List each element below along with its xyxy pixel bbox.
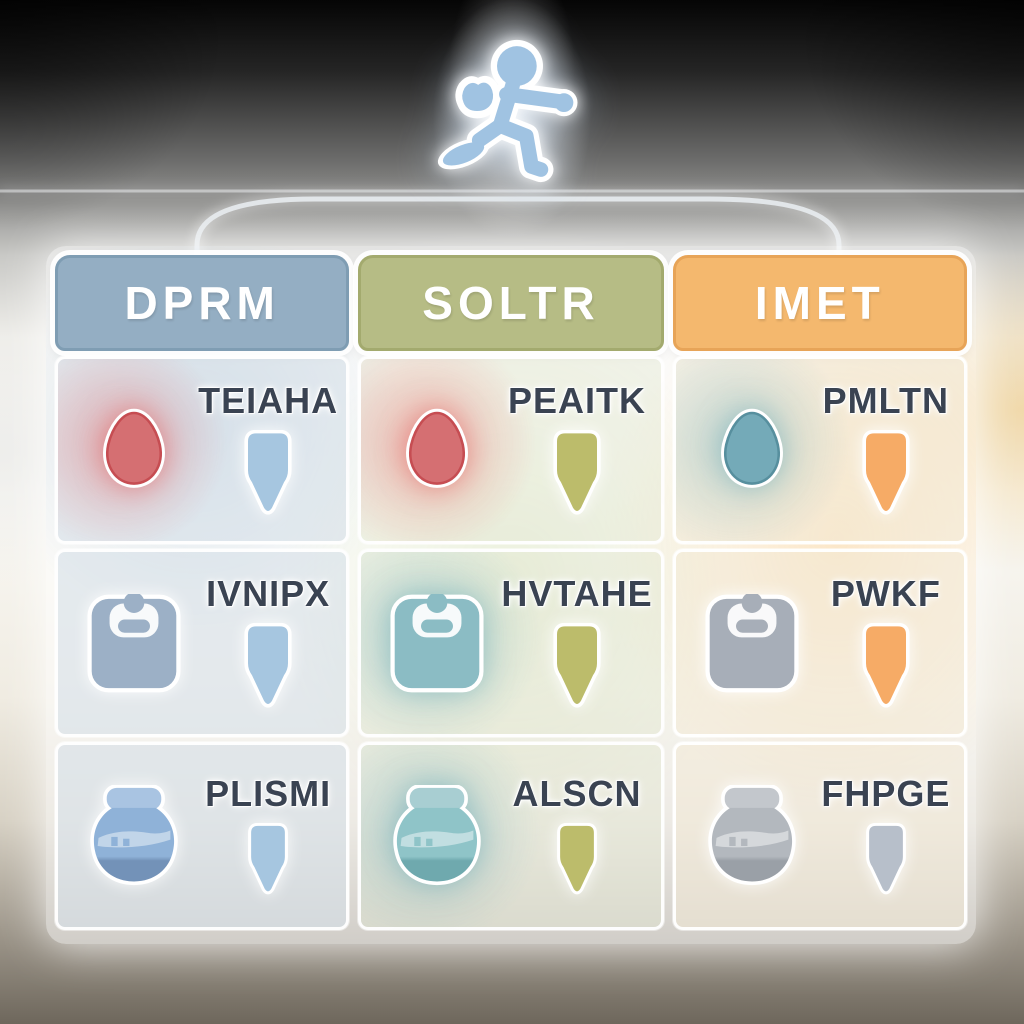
column-header-dprm: DPRM bbox=[55, 255, 350, 351]
scale-icon bbox=[705, 593, 799, 692]
scale-icon bbox=[87, 593, 181, 692]
scale-icon bbox=[390, 593, 484, 692]
down-arrow-icon bbox=[553, 430, 601, 515]
column-header-soltr: SOLTR bbox=[358, 255, 664, 351]
bracket-connector-icon bbox=[0, 189, 1024, 269]
down-arrow-icon bbox=[553, 623, 601, 708]
jar-icon bbox=[708, 785, 796, 886]
blob-icon bbox=[720, 408, 783, 488]
table-cell: TEIAHA bbox=[55, 356, 350, 544]
column-header-imet: IMET bbox=[672, 255, 967, 351]
table-cell: FHPGE bbox=[672, 742, 967, 930]
down-arrow-icon bbox=[862, 430, 910, 515]
jar-icon bbox=[393, 785, 481, 886]
cell-label: PEAITK bbox=[507, 380, 646, 421]
down-arrow-icon bbox=[248, 823, 289, 895]
jar-icon bbox=[90, 785, 178, 886]
cell-label: HVTAHE bbox=[501, 573, 653, 614]
down-arrow-icon bbox=[862, 623, 910, 708]
table-cell: PEAITK bbox=[358, 356, 664, 544]
down-arrow-icon bbox=[865, 823, 906, 895]
cell-label: PWKF bbox=[830, 573, 941, 614]
table-cell: IVNIPX bbox=[55, 549, 350, 737]
table-cell: ALSCN bbox=[358, 742, 664, 930]
table-cell: PLISMI bbox=[55, 742, 350, 930]
down-arrow-icon bbox=[244, 430, 292, 515]
comparison-table: DPRM SOLTR IMET TEIAHA PEAITK bbox=[55, 255, 967, 933]
table-cell: PWKF bbox=[672, 549, 967, 737]
cell-label: IVNIPX bbox=[206, 573, 331, 614]
blob-icon bbox=[406, 408, 469, 488]
cell-label: FHPGE bbox=[821, 773, 951, 814]
blob-icon bbox=[103, 408, 165, 488]
cell-label: PMLTN bbox=[822, 380, 949, 421]
down-arrow-icon bbox=[244, 623, 292, 708]
cell-label: TEIAHA bbox=[198, 380, 339, 421]
cell-label: PLISMI bbox=[205, 773, 332, 814]
down-arrow-icon bbox=[557, 823, 597, 895]
running-person-icon bbox=[437, 39, 578, 183]
table-cell: HVTAHE bbox=[358, 549, 664, 737]
table-cell: PMLTN bbox=[672, 356, 967, 544]
cell-label: ALSCN bbox=[512, 773, 642, 814]
